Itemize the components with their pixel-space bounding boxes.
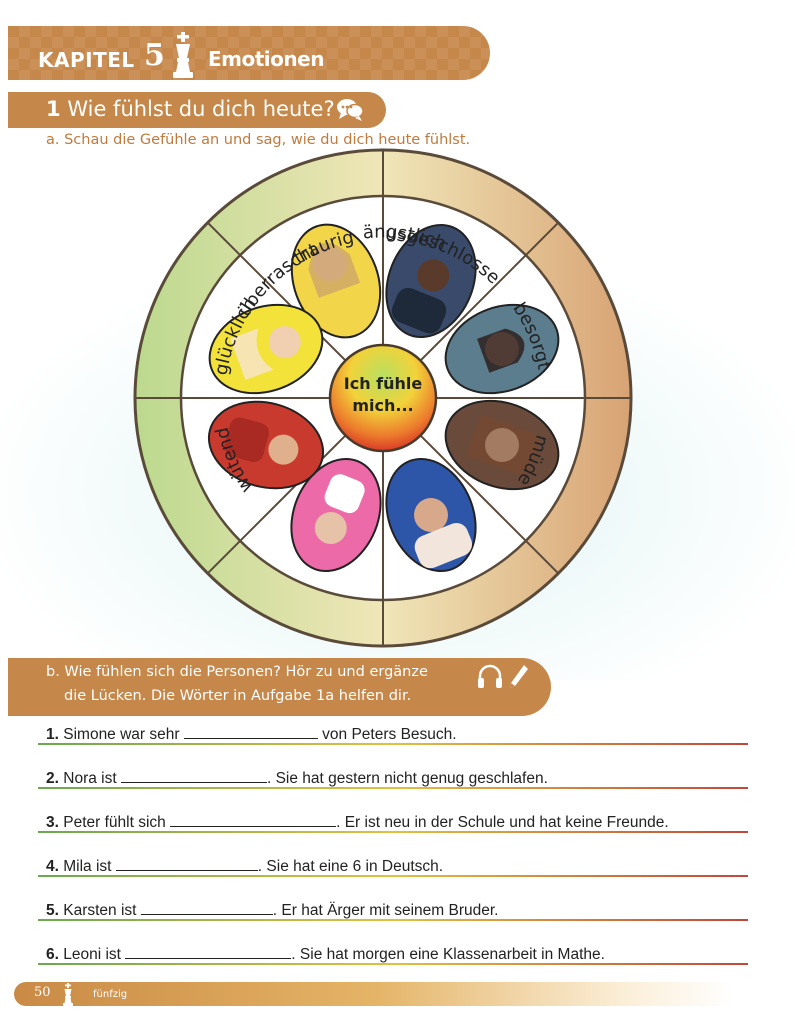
answer-blank[interactable] <box>125 944 292 959</box>
exercise1-title-text: Wie fühlst du dich heute? <box>67 97 335 121</box>
photo-gluecklich <box>208 303 324 395</box>
sentence-rule <box>38 875 748 877</box>
exercise1-number: 1 <box>46 97 61 121</box>
sentence-rule <box>38 919 748 921</box>
photo-aengstlich <box>385 457 477 573</box>
exercise1-banner <box>8 92 386 128</box>
wheel-center-line1: Ich fühle <box>343 374 423 393</box>
sentence-text-after: . Sie hat gestern nicht genug geschlafen… <box>266 770 548 787</box>
page-number: 50 <box>34 985 51 1000</box>
sentence-text-before: Simone war sehr <box>63 726 180 743</box>
answer-blank[interactable] <box>140 900 273 915</box>
sentence-rule <box>38 787 748 789</box>
exercise-b-line1: b. Wie fühlen sich die Personen? Hör zu … <box>46 664 428 680</box>
exercise-b-sentence: 2. Nora ist . Sie hat gestern nicht genu… <box>46 768 548 788</box>
photo-traurig <box>290 223 382 339</box>
sentence-text-before: Leoni ist <box>63 946 121 963</box>
sentence-text-after: . Er hat Ärger mit seinem Bruder. <box>272 902 499 919</box>
exercise-b-line2: die Lücken. Die Wörter in Aufgabe 1a hel… <box>64 688 412 704</box>
chess-king-icon <box>173 32 193 78</box>
exercise-b-sentence: 3. Peter fühlt sich . Er ist neu in der … <box>46 812 669 832</box>
photo-besorgt <box>444 303 560 395</box>
sentence-text-before: Karsten ist <box>63 902 137 919</box>
sentence-text-after: . Er ist neu in der Schule und hat keine… <box>336 814 669 831</box>
answer-blank[interactable] <box>120 768 267 783</box>
chess-king-icon <box>63 983 73 1006</box>
answer-blank[interactable] <box>183 724 318 739</box>
sentence-rule <box>38 743 748 745</box>
emotion-wheel: traurig ausgeschlossen besorgt müde ängs… <box>133 148 633 648</box>
sentence-rule <box>38 831 748 833</box>
sentence-number: 4. <box>46 858 59 875</box>
answer-blank[interactable] <box>115 856 258 871</box>
pencil-icon <box>510 665 528 688</box>
sentence-rule <box>38 963 748 965</box>
footer-bar <box>14 982 734 1006</box>
chapter-banner <box>8 26 490 80</box>
chapter-title: Emotionen <box>208 47 324 71</box>
sentence-number: 1. <box>46 726 59 743</box>
headphones-icon <box>478 664 502 688</box>
speech-bubbles-icon <box>337 99 364 121</box>
answer-blank[interactable] <box>170 812 337 827</box>
page-word: fünfzig <box>93 989 128 1000</box>
photo-wuetend <box>207 400 325 490</box>
wheel-center-label: Ich fühle mich... <box>329 373 437 417</box>
exercise-b-sentence: 1. Simone war sehr von Peters Besuch. <box>46 724 457 744</box>
exercise-b-sentence: 5. Karsten ist . Er hat Ärger mit seinem… <box>46 900 499 920</box>
exercise-b-sentence: 4. Mila ist . Sie hat eine 6 in Deutsch. <box>46 856 443 876</box>
exercise1-instruction: a. Schau die Gefühle an und sag, wie du … <box>46 132 471 148</box>
exercise-b-banner <box>8 658 551 716</box>
sentence-number: 3. <box>46 814 59 831</box>
sentence-number: 2. <box>46 770 59 787</box>
sentence-number: 5. <box>46 902 59 919</box>
sentence-text-after: von Peters Besuch. <box>322 726 457 743</box>
photo-muede <box>444 399 560 491</box>
sentence-text-before: Nora ist <box>63 770 117 787</box>
photo-ausgeschlossen <box>385 223 477 339</box>
photo-ueberrascht <box>290 457 382 573</box>
wheel-center-line2: mich... <box>352 396 414 415</box>
exercise1-title: 1 Wie fühlst du dich heute? <box>46 97 335 121</box>
exercise-b-sentence: 6. Leoni ist . Sie hat morgen eine Klass… <box>46 944 605 964</box>
chapter-label: KAPITEL <box>38 48 135 72</box>
sentence-text-after: . Sie hat eine 6 in Deutsch. <box>257 858 444 875</box>
sentence-text-before: Peter fühlt sich <box>63 814 166 831</box>
chapter-number: 5 <box>144 38 165 73</box>
sentence-text-before: Mila ist <box>63 858 112 875</box>
sentence-number: 6. <box>46 946 59 963</box>
sentence-text-after: . Sie hat morgen eine Klassenarbeit in M… <box>291 946 605 963</box>
